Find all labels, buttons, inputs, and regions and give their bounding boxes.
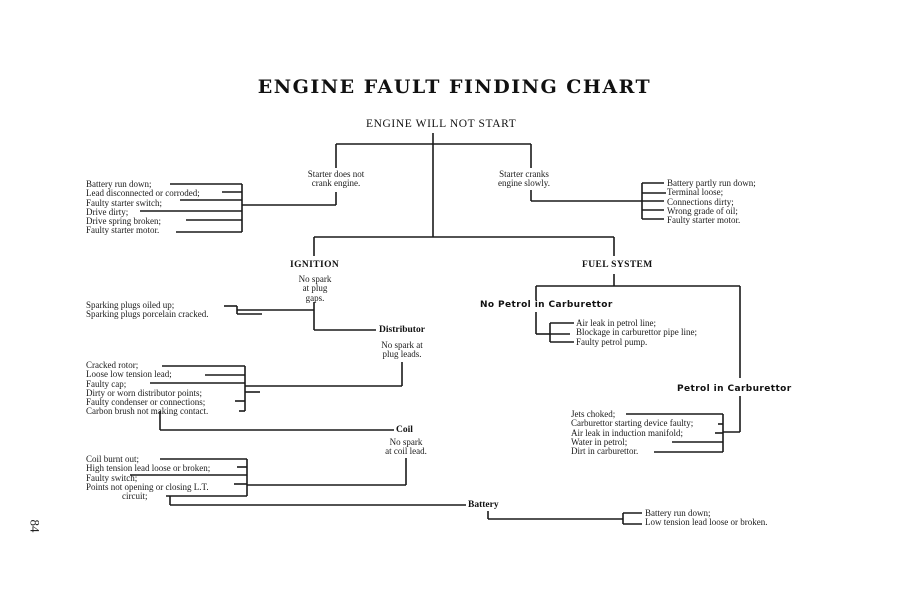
node-label-line: Starter cranks (499, 169, 549, 179)
cause-item: Faulty starter switch; (86, 197, 162, 208)
cause-list-distributor: Cracked rotor; Loose low tension lead; F… (86, 360, 209, 417)
cause-item: Carbon brush not making contact. (86, 406, 209, 417)
cause-item: Faulty starter motor. (86, 225, 160, 236)
cause-item: circuit; (122, 491, 148, 502)
cause-item: Sparking plugs oiled up; (86, 300, 175, 310)
cause-item: Wrong grade of oil; (667, 205, 738, 216)
heading-ignition: IGNITION (290, 260, 340, 270)
cause-item: Faulty petrol pump. (576, 336, 648, 347)
cause-item: Faulty starter motor. (667, 215, 741, 226)
node-label-line: crank engine. (311, 178, 361, 189)
cause-item: Dirt in carburettor. (571, 446, 639, 457)
cause-item: Blockage in carburettor pipe line; (576, 327, 697, 338)
note-line: gaps. (305, 292, 325, 303)
node-label-line: engine slowly. (498, 178, 550, 189)
cause-list-starter-slow: Battery partly run down; Terminal loose;… (667, 178, 756, 226)
cause-item: Battery run down; (86, 179, 152, 189)
cause-item: Drive spring broken; (86, 216, 161, 227)
note-line: plug leads. (382, 349, 422, 360)
distributor-note: No spark at plug leads. (370, 340, 434, 360)
cause-item: High tension lead loose or broken; (86, 463, 211, 474)
heading-coil: Coil (396, 425, 413, 435)
heading-battery: Battery (468, 500, 499, 510)
cause-item: Air leak in petrol line; (576, 318, 656, 328)
heading-no-petrol-in-carburettor: No Petrol in Carburettor (480, 300, 613, 310)
cause-item: Coil burnt out; (86, 454, 140, 464)
cause-item: Points not opening or closing L.T. (86, 481, 209, 492)
cause-item: Water in petrol; (571, 436, 628, 447)
cause-item: Drive dirty; (86, 206, 129, 217)
cause-item: Faulty condenser or connections; (86, 397, 206, 408)
chart-title: ENGINE FAULT FINDING CHART (257, 76, 652, 98)
note-line: at plug (302, 283, 328, 294)
cause-item: Carburettor starting device faulty; (571, 418, 694, 429)
node-label-line: Starter does not (307, 169, 365, 179)
note-line: No spark (389, 437, 423, 447)
cause-list-no-petrol: Air leak in petrol line; Blockage in car… (576, 318, 697, 347)
cause-item: Low tension lead loose or broken. (645, 517, 768, 528)
node-starter-does-not-crank: Starter does not crank engine. (296, 169, 376, 189)
cause-list-petrol-in-carburettor: Jets choked; Carburettor starting device… (571, 409, 694, 457)
cause-item: Sparking plugs porcelain cracked. (86, 309, 209, 320)
cause-list-plugs: Sparking plugs oiled up; Sparking plugs … (86, 300, 209, 320)
cause-item: Air leak in induction manifold; (571, 427, 683, 438)
cause-list-battery: Battery run down; Low tension lead loose… (645, 508, 768, 528)
page-number: 84 (27, 519, 43, 533)
cause-item: Loose low tension lead; (86, 369, 172, 380)
cause-item: Battery partly run down; (667, 178, 756, 188)
node-starter-cranks-slowly: Starter cranks engine slowly. (484, 169, 564, 189)
cause-item: Jets choked; (571, 409, 616, 419)
cause-list-coil: Coil burnt out; High tension lead loose … (86, 454, 211, 502)
note-line: No spark at (381, 340, 423, 350)
root-node-engine-will-not-start: ENGINE WILL NOT START (366, 118, 517, 130)
cause-list-starter-no-crank: Battery run down; Lead disconnected or c… (86, 179, 200, 236)
cause-item: Battery run down; (645, 508, 711, 518)
coil-note: No spark at coil lead. (374, 437, 438, 457)
note-line: at coil lead. (385, 446, 427, 457)
ignition-note: No spark at plug gaps. (290, 274, 340, 303)
cause-item: Faulty switch; (86, 472, 138, 483)
cause-item: Lead disconnected or corroded; (86, 188, 200, 199)
note-line: No spark (298, 274, 332, 284)
heading-distributor: Distributor (379, 325, 425, 335)
heading-fuel-system: FUEL SYSTEM (582, 260, 653, 270)
cause-item: Cracked rotor; (86, 360, 139, 370)
cause-item: Dirty or worn distributor points; (86, 387, 202, 398)
heading-petrol-in-carburettor: Petrol in Carburettor (677, 384, 792, 394)
cause-item: Faulty cap; (86, 378, 127, 389)
cause-item: Connections dirty; (667, 196, 734, 207)
cause-item: Terminal loose; (667, 187, 724, 198)
